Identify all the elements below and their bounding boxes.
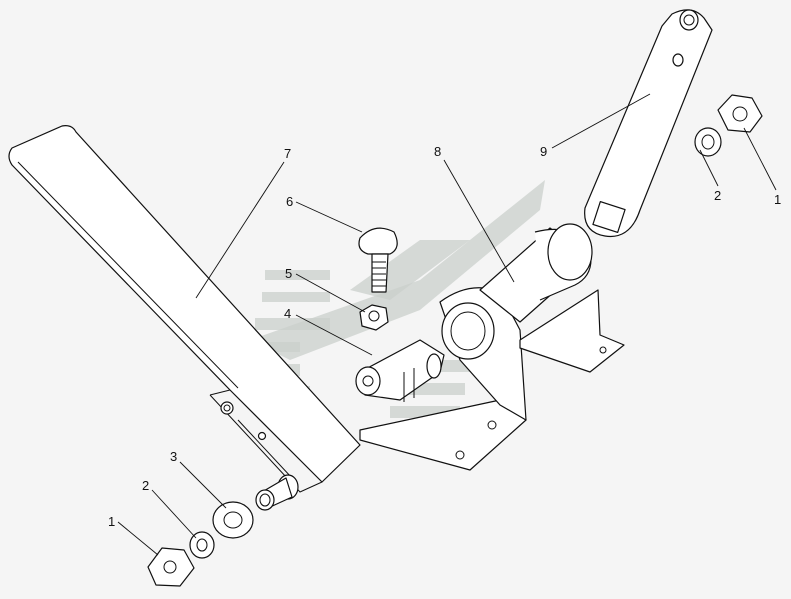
pin-stub xyxy=(255,474,299,511)
callout-8: 8 xyxy=(434,144,441,159)
callout-labels: 1 2 3 4 5 6 7 8 9 2 1 xyxy=(108,144,781,529)
nut-part-1-right xyxy=(717,94,763,133)
callout-5: 5 xyxy=(285,266,292,281)
washer-part-2-left xyxy=(189,531,215,559)
washer-part-2-right xyxy=(694,127,722,157)
carriage-bolt-part-6 xyxy=(358,227,398,293)
callout-1-right: 1 xyxy=(774,192,781,207)
callout-7: 7 xyxy=(284,146,291,161)
callout-4: 4 xyxy=(284,306,291,321)
callout-1-left: 1 xyxy=(108,514,115,529)
callout-9: 9 xyxy=(540,144,547,159)
callout-6: 6 xyxy=(286,194,293,209)
pedal-lever-part-7 xyxy=(8,125,361,493)
leader-lines xyxy=(117,93,777,556)
washer-part-3 xyxy=(212,501,254,539)
callout-3: 3 xyxy=(170,449,177,464)
callout-2-right: 2 xyxy=(714,188,721,203)
arm-part-9 xyxy=(584,9,713,238)
nut-part-5 xyxy=(359,304,389,331)
callout-2-left: 2 xyxy=(142,478,149,493)
bracket-tube-part-8 xyxy=(355,223,625,471)
nut-part-1-left xyxy=(147,547,195,587)
